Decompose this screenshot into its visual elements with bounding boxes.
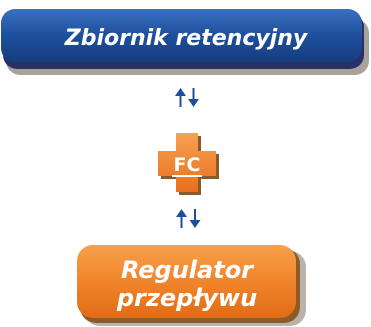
lower-bidirectional-arrow-icon: [176, 209, 201, 228]
flow-regulator-label-line2: przepływu: [116, 284, 257, 312]
flow-regulator-label-line1: Regulator: [121, 256, 255, 284]
retention-tank-label: Zbiornik retencyjny: [64, 26, 309, 51]
fc-node: FC: [158, 133, 219, 195]
retention-tank-box: Zbiornik retencyjny: [1, 9, 369, 75]
fc-underline: [172, 175, 202, 177]
fc-label: FC: [174, 154, 201, 176]
flow-regulator-box: Regulator przepływu: [77, 245, 306, 326]
upper-bidirectional-arrow-icon: [175, 88, 199, 107]
